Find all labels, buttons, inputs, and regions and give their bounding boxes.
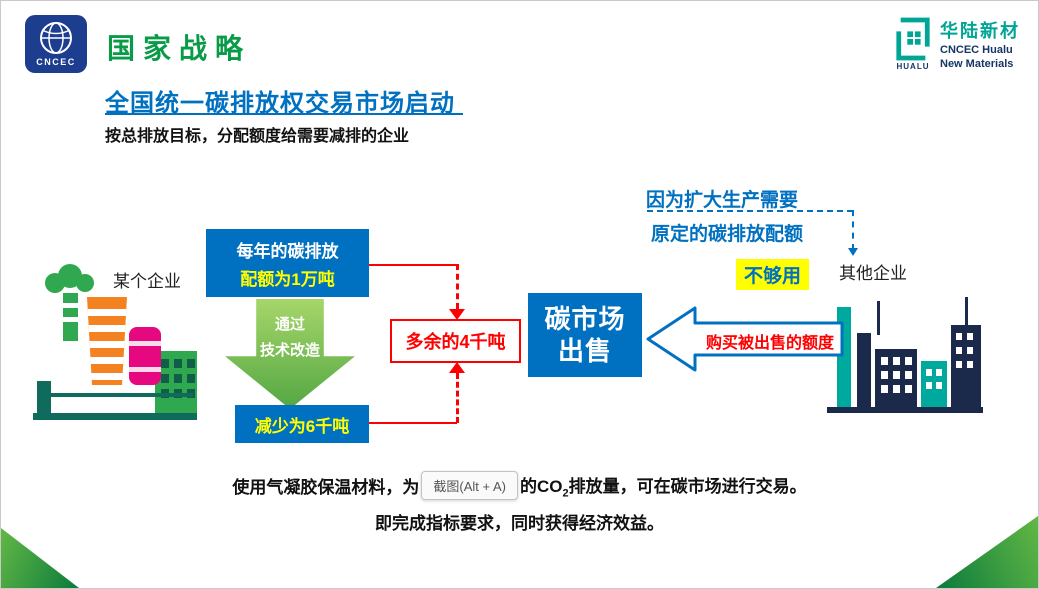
- header-left: CNCEC 国家战略: [25, 15, 251, 73]
- pointer-dashed-line-horizontal: [647, 210, 853, 212]
- reason-text-1: 因为扩大生产需要: [646, 190, 799, 211]
- arrow-down-icon: [449, 309, 465, 320]
- hualu-logo-caption: HUALU: [896, 62, 930, 71]
- screenshot-tooltip: 截图(Alt + A): [421, 471, 518, 500]
- right-company-label: 其他企业: [839, 264, 907, 283]
- tech-upgrade-down-arrow: 通过 技术改造: [225, 299, 355, 409]
- connector-line-top: [369, 264, 457, 266]
- surplus-quota-label: 多余的4千吨: [405, 332, 506, 352]
- hualu-logo: HUALU: [894, 17, 932, 71]
- title-underline: [105, 113, 463, 115]
- footer-line1-after: 的CO2排放量，可在碳市场进行交易。: [520, 472, 807, 499]
- connector-dashed-down: [456, 264, 459, 309]
- buy-quota-arrow: [646, 306, 844, 372]
- hualu-name-cn: 华陆新材: [940, 21, 1020, 41]
- left-company-label: 某个企业: [113, 272, 181, 291]
- globe-icon: [40, 22, 72, 54]
- connector-dashed-up: [456, 373, 459, 423]
- reduced-emission-label: 减少为6千吨: [254, 416, 350, 436]
- header-right: HUALU 华陆新材 CNCEC Hualu New Materials: [894, 17, 1020, 72]
- strategy-title: 国家战略: [107, 33, 252, 64]
- surplus-quota-box: 多余的4千吨: [390, 319, 521, 363]
- buy-quota-label: 购买被出售的额度: [705, 335, 834, 352]
- carbon-market-line2: 出售: [557, 336, 612, 366]
- reason-text-2: 原定的碳排放配额: [651, 224, 804, 245]
- footer-line-1: 使用气凝胶保温材料，为 截图(Alt + A) 的CO2排放量，可在碳市场进行交…: [1, 471, 1038, 500]
- tech-upgrade-line1: 通过: [274, 316, 305, 333]
- footer-co2-subscript: 2: [562, 487, 569, 500]
- hualu-logo-icon: [896, 17, 930, 61]
- left-factory-illustration: [33, 264, 197, 420]
- footer-line-2: 即完成指标要求，同时获得经济效益。: [375, 514, 664, 533]
- corner-decoration-bottom-left: [1, 528, 79, 588]
- hualu-name-en-1: CNCEC Hualu: [940, 44, 1013, 56]
- page-title: 全国统一碳排放权交易市场启动: [105, 90, 455, 117]
- connector-line-bottom: [369, 422, 457, 424]
- hualu-brand-text: 华陆新材 CNCEC Hualu New Materials: [940, 17, 1020, 72]
- annual-quota-line1: 每年的碳排放: [236, 241, 339, 261]
- annual-quota-box: 每年的碳排放 配额为1万吨: [206, 229, 369, 297]
- arrow-up-icon: [449, 362, 465, 373]
- reduced-emission-box: 减少为6千吨: [235, 405, 369, 443]
- footer-line1-before: 使用气凝胶保温材料，为: [232, 478, 420, 497]
- blue-arrow-down-icon: [848, 248, 858, 256]
- carbon-market-line1: 碳市场: [544, 303, 626, 334]
- cncec-logo: CNCEC: [25, 15, 87, 73]
- not-enough-badge: 不够用: [736, 259, 810, 290]
- footer-co2-prefix: 的CO: [519, 476, 563, 496]
- page-subtitle: 按总排放目标，分配额度给需要减排的企业: [105, 128, 410, 145]
- cncec-logo-text: CNCEC: [36, 57, 76, 67]
- carbon-market-box: 碳市场 出售: [528, 293, 642, 377]
- pointer-dashed-line-vertical: [852, 210, 854, 250]
- tech-upgrade-line2: 技术改造: [259, 342, 320, 359]
- annual-quota-line2: 配额为1万吨: [240, 269, 335, 289]
- footer-line1-suffix: 排放量，可在碳市场进行交易。: [568, 476, 807, 496]
- right-factory-illustration: [827, 297, 983, 413]
- hualu-name-en-2: New Materials: [940, 58, 1014, 71]
